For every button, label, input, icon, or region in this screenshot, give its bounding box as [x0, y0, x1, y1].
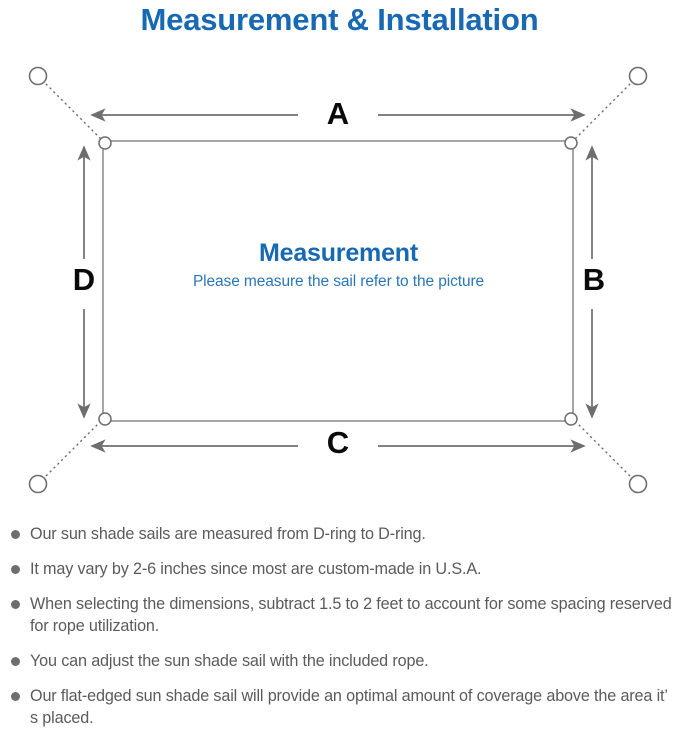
bullet-icon [11, 692, 20, 701]
dimension-label-c: C [326, 425, 350, 460]
anchor-point-top-right [628, 66, 648, 86]
note-text: It may vary by 2-6 inches since most are… [30, 560, 482, 578]
diagram-svg [28, 66, 648, 494]
anchor-points [28, 66, 648, 494]
rope-line-bottom-left [41, 420, 102, 481]
note-item: Our sun shade sails are measured from D-… [0, 523, 679, 545]
note-text: You can adjust the sun shade sail with t… [30, 652, 429, 670]
notes-list: Our sun shade sails are measured from D-… [0, 523, 679, 742]
d-rings [98, 136, 578, 426]
d-ring-top-right [564, 136, 578, 150]
measurement-diagram: A B C D Measurement Please measure the s… [0, 46, 679, 516]
dimension-label-d: D [72, 262, 96, 297]
bullet-icon [11, 530, 20, 539]
bullet-icon [11, 657, 20, 666]
d-ring-bottom-left [98, 412, 112, 426]
sail-outline [102, 140, 574, 422]
note-item: When selecting the dimensions, subtract … [0, 593, 679, 637]
note-item: It may vary by 2-6 inches since most are… [0, 558, 679, 580]
anchor-point-bottom-left [28, 474, 48, 494]
note-item: You can adjust the sun shade sail with t… [0, 650, 679, 672]
anchor-point-top-left [28, 66, 48, 86]
dimension-arrows [77, 108, 599, 453]
page-title: Measurement & Installation [140, 2, 539, 37]
bullet-icon [11, 600, 20, 609]
sail-caption: Measurement Please measure the sail refe… [103, 238, 574, 293]
anchor-point-bottom-right [628, 474, 648, 494]
bullet-icon [11, 565, 20, 574]
note-text: Our flat-edged sun shade sail will provi… [30, 687, 668, 727]
dimension-label-a: A [326, 96, 350, 131]
d-ring-bottom-right [564, 412, 578, 426]
dimension-label-b: B [582, 262, 606, 297]
sail-caption-headline: Measurement [259, 239, 418, 267]
sail-caption-subline: Please measure the sail refer to the pic… [192, 273, 485, 290]
note-text: Our sun shade sails are measured from D-… [30, 525, 426, 543]
rope-line-bottom-right [574, 420, 635, 481]
d-ring-top-left [98, 136, 112, 150]
rope-line-top-left [41, 79, 102, 140]
note-item: Our flat-edged sun shade sail will provi… [0, 685, 679, 729]
rope-line-top-right [574, 79, 635, 140]
note-text: When selecting the dimensions, subtract … [30, 595, 672, 635]
